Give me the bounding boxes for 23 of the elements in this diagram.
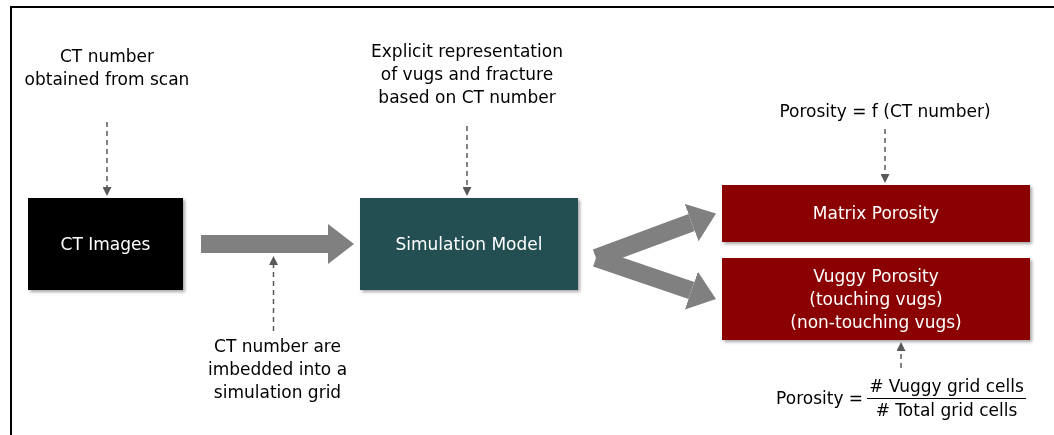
box-label: Vuggy Porosity: [813, 264, 939, 288]
arrow: [896, 342, 906, 369]
annotation-text: CT number obtained from scan: [22, 18, 192, 118]
category-box: [722, 258, 1030, 340]
arrow: [462, 125, 472, 196]
process-box: [360, 198, 578, 290]
annotation-text: CT number are imbedded into a simulation grid: [190, 333, 365, 405]
arrow: [880, 128, 890, 183]
formula-text: Porosity =: [776, 386, 864, 410]
denominator: # Total grid cells: [875, 398, 1018, 422]
box-label: CT Images: [60, 232, 151, 256]
annotation-text: Porosity = f (CT number): [760, 97, 1010, 125]
box-label: Matrix Porosity: [812, 202, 940, 225]
box-label: Simulation Model: [395, 232, 543, 256]
numerator: # Vuggy grid cells: [867, 374, 1026, 399]
block-arrow: [201, 224, 354, 264]
arrow: [102, 121, 112, 196]
category-box: [722, 185, 1030, 242]
annotation-text: Explicit representation of vugs and fracture based on CT number: [362, 26, 572, 122]
box-label: (touching vugs): [809, 287, 943, 311]
process-box: [28, 198, 183, 290]
box-label: (non-touching vugs): [790, 310, 962, 334]
arrow: [269, 256, 278, 332]
